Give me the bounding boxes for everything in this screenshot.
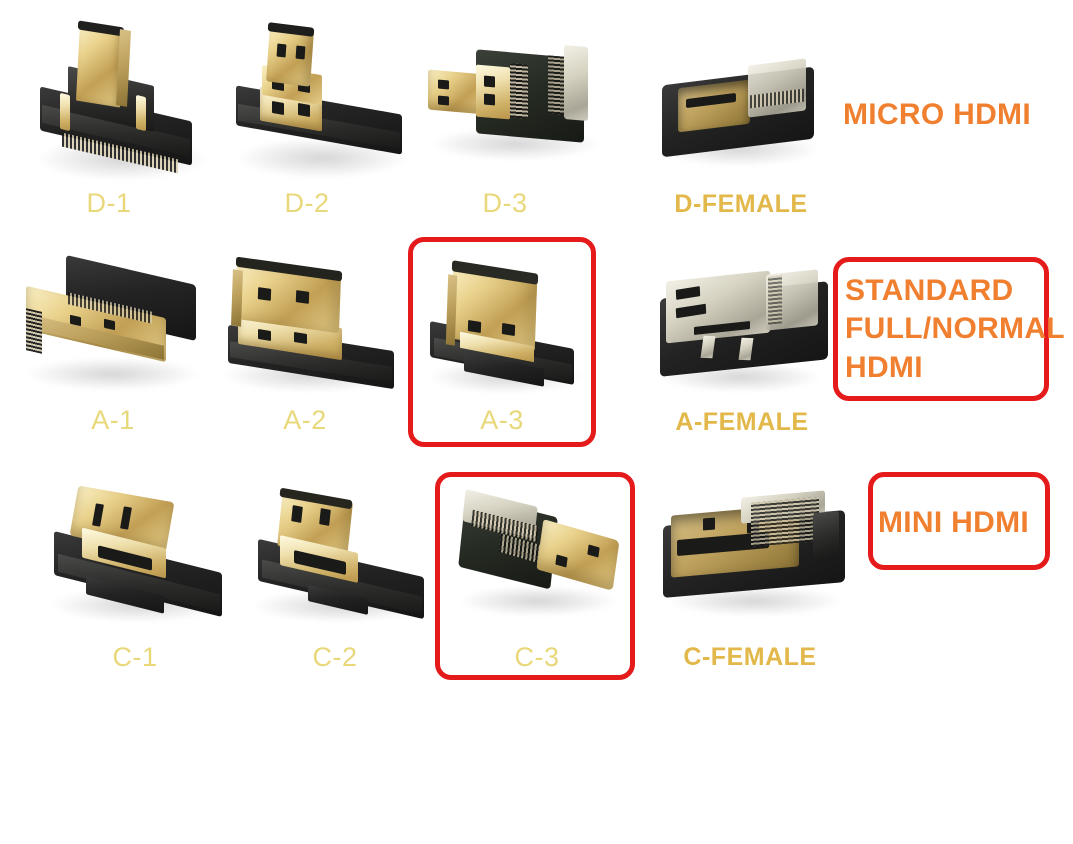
pin-comb-front [510, 63, 528, 119]
label-c-3: C-3 [514, 642, 560, 672]
connector-a-1[interactable] [18, 254, 214, 398]
base-dimple-1 [258, 328, 271, 342]
ffc-clamp [748, 58, 806, 118]
connector-a-female[interactable] [650, 262, 836, 398]
connector-d-female[interactable] [650, 48, 830, 170]
standoff-right [136, 94, 146, 132]
label-a-1: A-1 [91, 405, 135, 435]
label-d-3: D-3 [482, 188, 528, 218]
connector-a-3[interactable] [420, 255, 596, 405]
label-d-female: D-FEMALE [674, 190, 808, 218]
label-a-female: A-FEMALE [675, 408, 809, 436]
socket-notch-1 [703, 517, 715, 531]
nose-slot-2 [438, 95, 449, 106]
photo-shadow [460, 586, 616, 616]
connector-c-2[interactable] [240, 486, 436, 634]
plug-slot-2 [295, 45, 306, 60]
connector-d-1[interactable] [24, 18, 214, 186]
label-c-female: C-FEMALE [683, 643, 817, 671]
label-c-2: C-2 [312, 642, 358, 672]
ffc-contacts [751, 497, 819, 547]
category-line-1: MINI HDMI [878, 506, 1030, 539]
label-a-3: A-3 [480, 405, 524, 435]
plug-dimple-1 [467, 319, 482, 334]
latch-tab [813, 510, 839, 558]
ffc-contacts [768, 275, 782, 325]
standoff-left [60, 92, 70, 132]
plug-slot-1 [257, 287, 272, 301]
connector-c-1[interactable] [38, 482, 234, 630]
collar-slot-2 [484, 93, 495, 106]
nose-slot-1 [438, 79, 449, 90]
connector-d-3[interactable] [418, 36, 608, 166]
category-line-2: FULL/NORMAL [845, 312, 1065, 346]
callout-box-mini-hdmi [868, 472, 1050, 570]
callout-box-c-3 [435, 472, 635, 680]
label-d-2: D-2 [284, 188, 330, 218]
callout-box-standard-hdmi [833, 257, 1049, 401]
category-micro-hdmi: MICRO HDMI [843, 98, 1031, 131]
plug-slot-1 [291, 505, 303, 523]
connector-c-female[interactable] [655, 488, 855, 620]
gold-collar [476, 64, 510, 120]
label-a-2: A-2 [283, 405, 327, 435]
plug-contact-pins [26, 308, 42, 354]
plug-slot-2 [295, 290, 310, 304]
plug-left-face [231, 269, 243, 327]
ffc-latch [564, 44, 588, 122]
hinge-slot-4 [298, 102, 310, 118]
label-d-1: D-1 [86, 188, 132, 218]
category-mini-hdmi: MINI HDMI [878, 504, 1048, 542]
connector-a-2[interactable] [212, 254, 408, 400]
plug-slot-2 [319, 508, 331, 526]
photo-shadow [28, 358, 198, 390]
connector-d-2[interactable] [222, 18, 412, 186]
collar-slot-1 [484, 75, 495, 88]
callout-box-a-3 [408, 237, 596, 447]
label-c-1: C-1 [112, 642, 158, 672]
category-line-1: STANDARD [845, 274, 1014, 307]
hinge-slot-3 [272, 100, 284, 116]
plug-slot-1 [276, 43, 287, 58]
connector-c-3[interactable] [448, 489, 628, 620]
category-line-3: HDMI [845, 350, 923, 384]
plug-dimple-2 [501, 322, 516, 337]
category-standard-hdmi: STANDARD FULL/NORMAL HDMI [845, 272, 1065, 387]
base-dimple-2 [294, 331, 307, 345]
